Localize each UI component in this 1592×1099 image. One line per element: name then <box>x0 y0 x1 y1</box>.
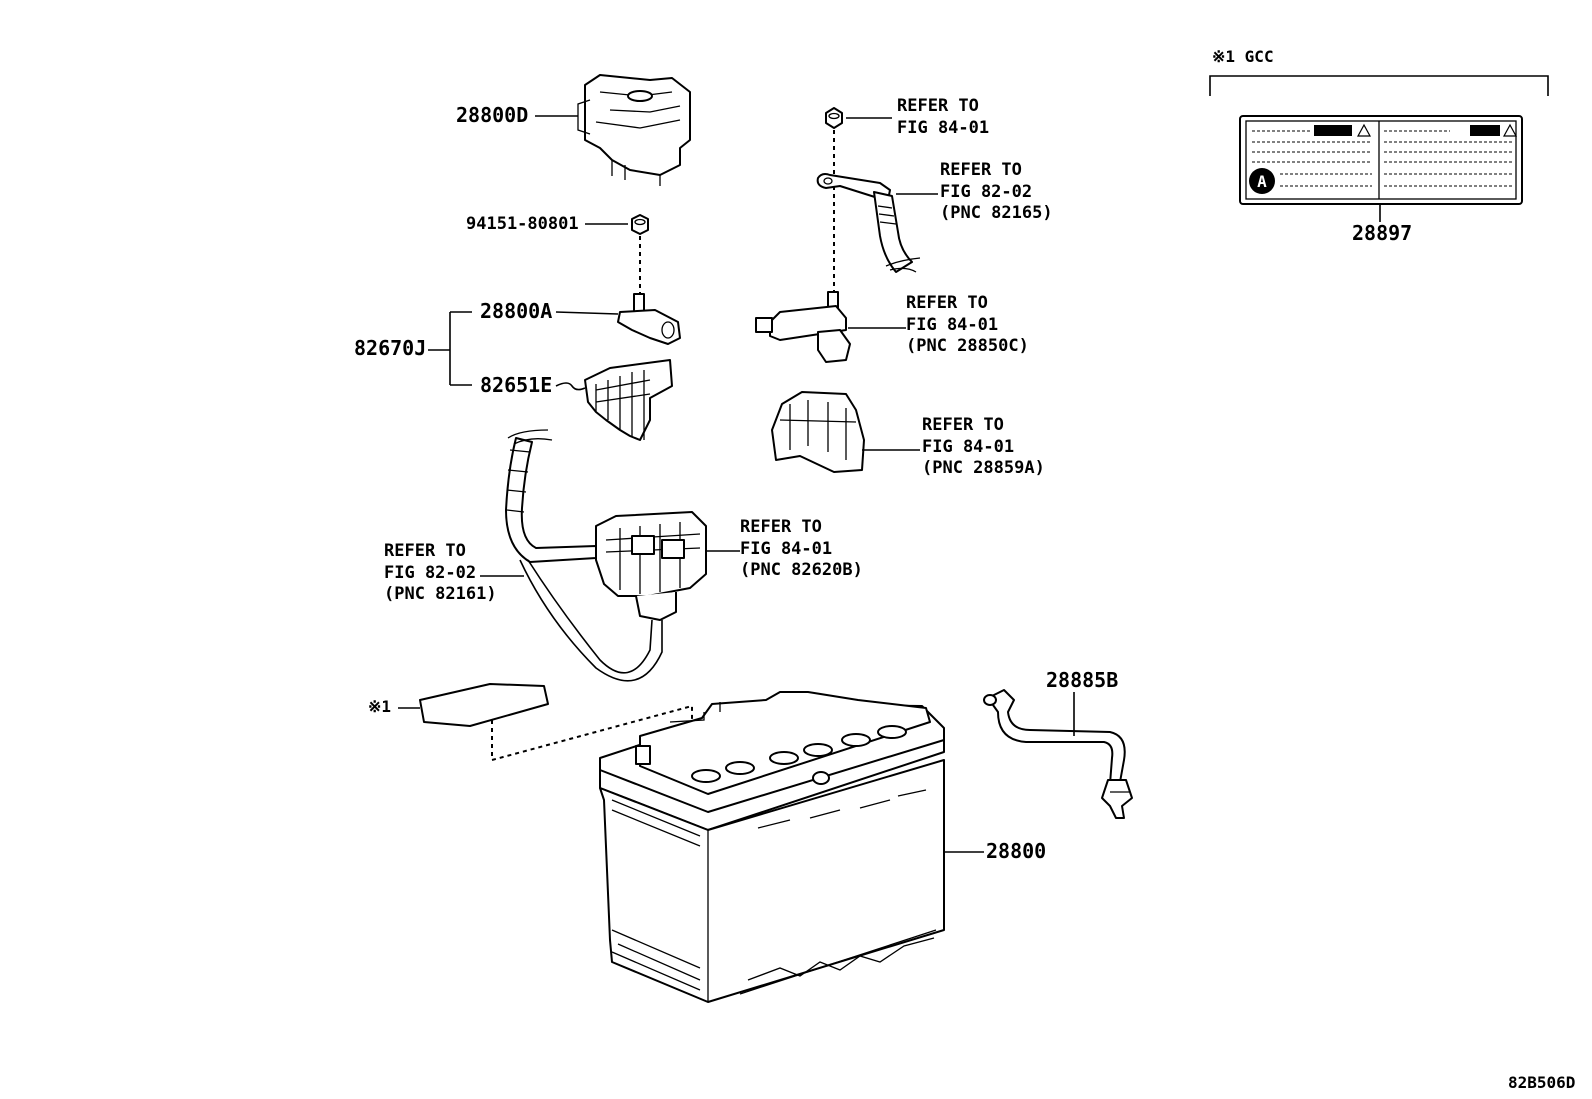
svg-text:FIG 82-02: FIG 82-02 <box>940 182 1032 202</box>
ref-cover-right: REFER TO FIG 84-01 (PNC 28859A) <box>922 415 1045 478</box>
part-82670J-label: 82670J <box>354 336 426 360</box>
part-28800-label: 28800 <box>986 839 1046 863</box>
svg-text:REFER TO: REFER TO <box>906 293 988 313</box>
bracket-82670J <box>428 311 472 386</box>
vent-hose-part[interactable] <box>983 689 1133 819</box>
svg-text:FIG 84-01: FIG 84-01 <box>906 315 998 335</box>
cable-left-part[interactable] <box>505 429 663 682</box>
note1-gcc-title: ※1 GCC <box>1212 47 1274 66</box>
svg-text:FIG 82-02: FIG 82-02 <box>384 563 476 583</box>
svg-text:FIG 84-01: FIG 84-01 <box>740 539 832 559</box>
ref-nut-top: REFER TO FIG 84-01 <box>897 96 989 138</box>
ref-cable-top: REFER TO FIG 82-02 (PNC 82165) <box>940 160 1053 223</box>
fuse-block-part[interactable] <box>595 511 707 621</box>
svg-text:REFER TO: REFER TO <box>740 517 822 537</box>
gcc-bracket <box>1209 75 1549 96</box>
svg-text:REFER TO: REFER TO <box>384 541 466 561</box>
leader-28800A <box>555 311 619 315</box>
diagram-id: 82B506D <box>1508 1073 1575 1092</box>
note-label-card[interactable] <box>419 683 549 727</box>
circle-letter: A <box>1257 172 1267 191</box>
svg-text:FIG 84-01: FIG 84-01 <box>922 437 1014 457</box>
svg-text:(PNC 82161): (PNC 82161) <box>384 584 497 604</box>
svg-text:REFER TO: REFER TO <box>922 415 1004 435</box>
part-82651E-label: 82651E <box>480 373 552 397</box>
cable-top-part[interactable] <box>816 173 921 273</box>
cover-right-part[interactable] <box>771 391 865 473</box>
terminal-right-part[interactable] <box>755 291 851 363</box>
leader-82651E <box>555 382 586 391</box>
nut-top-right-part[interactable] <box>825 107 843 129</box>
ref-fuse-block: REFER TO FIG 84-01 (PNC 82620B) <box>740 517 863 580</box>
fuse-cover-part[interactable] <box>584 359 673 441</box>
nut-part[interactable] <box>631 214 649 235</box>
svg-text:REFER TO: REFER TO <box>940 160 1022 180</box>
svg-text:REFER TO: REFER TO <box>897 96 979 116</box>
part-28800D-label: 28800D <box>456 103 528 127</box>
svg-text:(PNC 28859A): (PNC 28859A) <box>922 458 1045 478</box>
battery-part[interactable] <box>599 691 945 1003</box>
ref-cable-left: REFER TO FIG 82-02 (PNC 82161) <box>384 541 497 604</box>
part-28897-label: 28897 <box>1352 221 1412 245</box>
warning-circle-icon <box>1249 168 1275 194</box>
ref-terminal-right: REFER TO FIG 84-01 (PNC 28850C) <box>906 293 1029 356</box>
part-28800A-label: 28800A <box>480 299 552 323</box>
terminal-part[interactable] <box>617 293 681 345</box>
svg-text:(PNC 82165): (PNC 82165) <box>940 203 1053 223</box>
gcc-label-part[interactable]: A <box>1239 115 1523 205</box>
svg-text:(PNC 28850C): (PNC 28850C) <box>906 336 1029 356</box>
cover-top-part[interactable] <box>577 74 691 186</box>
svg-text:(PNC 82620B): (PNC 82620B) <box>740 560 863 580</box>
note1-marker: ※1 <box>368 697 391 716</box>
part-nut-label: 94151-80801 <box>466 214 579 234</box>
part-28885B-label: 28885B <box>1046 668 1118 692</box>
svg-text:FIG 84-01: FIG 84-01 <box>897 118 989 138</box>
